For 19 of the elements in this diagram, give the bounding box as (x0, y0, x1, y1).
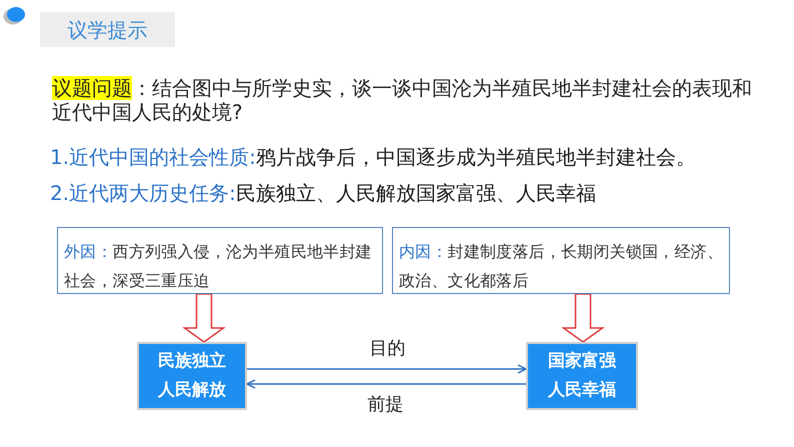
point-heading: 2.近代两大历史任务: (50, 181, 236, 205)
text-box: 内因：封建制度落后，长期闭关锁国，经济、政治、文化都落后 (392, 227, 730, 294)
box-text: 民族独立 (158, 350, 226, 373)
block-arrow (182, 293, 226, 343)
point-heading: 1.近代中国的社会性质: (50, 145, 256, 169)
point-text: 鸦片战争后，中国逐步成为半殖民地半封建社会。 (256, 145, 696, 169)
block-arrow (561, 293, 605, 343)
process-box (526, 342, 638, 410)
arrow (247, 364, 527, 374)
box-text: 人民解放 (158, 379, 226, 402)
arrow (246, 379, 526, 389)
box-text: 国家富强 (548, 350, 616, 373)
process-box (137, 342, 247, 410)
question-text: 议题问题：结合图中与所学史实，谈一谈中国沦为半殖民地半封建社会的表现和近代中国人民的处境? (52, 76, 753, 124)
text-box: 外因：西方列强入侵，沦为半殖民地半封建社会，深受三重压迫 (57, 227, 383, 294)
heading-text: 议学提示 (68, 18, 148, 42)
point-text: 民族独立、人民解放国家富强、人民幸福 (236, 181, 596, 205)
edge-label: 前提 (366, 394, 406, 416)
box-text: 人民幸福 (548, 379, 616, 402)
